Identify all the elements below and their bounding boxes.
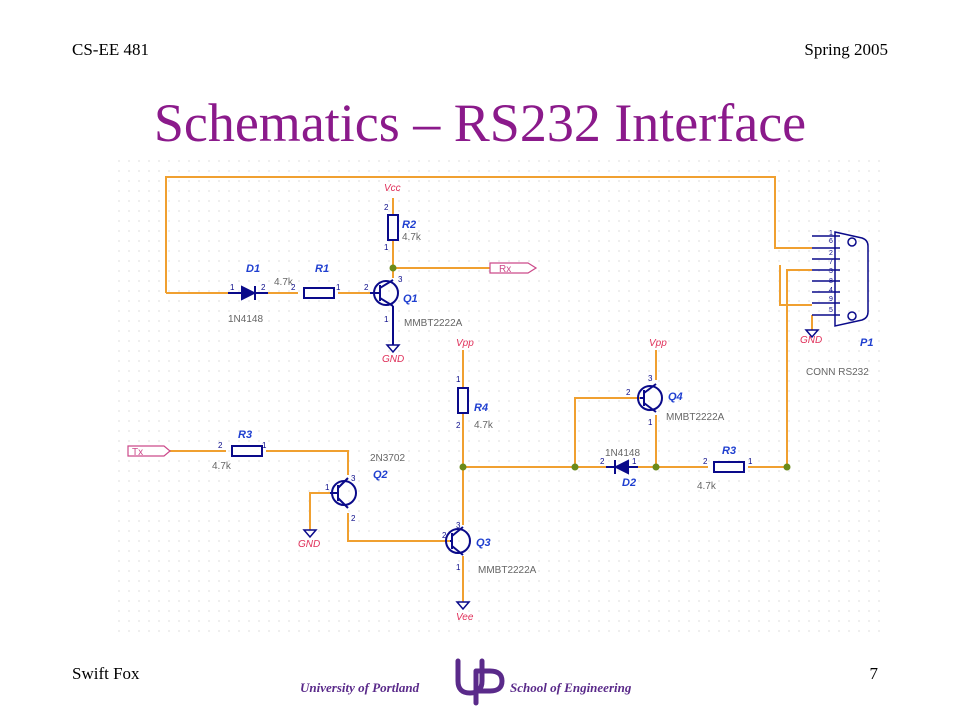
pin-number: 1	[384, 243, 389, 252]
q1-ref: Q1	[403, 293, 418, 305]
junction-dots	[389, 264, 791, 471]
page-number: 7	[869, 664, 879, 683]
university-name: University of Portland	[300, 680, 420, 695]
q1-value: MMBT2222A	[404, 318, 463, 329]
db9-pin-number: 8	[829, 278, 833, 285]
db9-pin-number: 4	[829, 287, 833, 294]
pin-number: 3	[456, 521, 461, 530]
pin-number: 2	[442, 531, 447, 540]
ground-icon	[804, 329, 820, 339]
tx-port-icon	[127, 445, 171, 457]
p1-value: CONN RS232	[806, 367, 869, 378]
db9-pin-number: 1	[829, 230, 833, 237]
q3-ref: Q3	[476, 537, 491, 549]
npn-transistor-icon	[445, 526, 471, 556]
d1-ref: D1	[246, 263, 260, 275]
r3-ref: R3	[722, 445, 736, 457]
r4-value: 4.7k	[474, 420, 494, 431]
q3-value: MMBT2222A	[478, 565, 537, 576]
resistor-icon	[713, 461, 745, 473]
vee-label: Vee	[456, 612, 474, 623]
course-code: CS-EE 481	[72, 40, 149, 59]
gnd-label: GND	[382, 354, 404, 365]
vcc-label: Vcc	[384, 183, 401, 194]
db9-pin-number: 2	[829, 250, 833, 257]
pin-number: 2	[703, 457, 708, 466]
db9-pin-number: 5	[829, 307, 833, 314]
tx-label: Tx	[132, 447, 143, 458]
rx-label: Rx	[499, 264, 511, 275]
d1-value: 1N4148	[228, 314, 263, 325]
q4-ref: Q4	[668, 391, 683, 403]
up-logo-icon	[455, 658, 505, 706]
ground-icon	[302, 529, 318, 539]
pin-number: 3	[398, 275, 403, 284]
rx-port-icon	[489, 262, 538, 274]
d2-ref: D2	[622, 477, 636, 489]
pin-number: 2	[600, 457, 605, 466]
resistor-icon	[457, 387, 469, 414]
p1-ref: P1	[860, 337, 873, 349]
q2-value: 2N3702	[370, 453, 405, 464]
ground-icon	[385, 344, 401, 354]
gnd-label: GND	[800, 335, 822, 346]
db9-pin-number: 3	[829, 268, 833, 275]
school-name: School of Engineering	[510, 680, 632, 695]
db9-pin-number: 7	[829, 259, 833, 266]
r1-value: 4.7k	[274, 277, 294, 288]
r4-ref: R4	[474, 402, 488, 414]
pin-number: 3	[351, 474, 356, 483]
npn-transistor-icon	[637, 383, 663, 413]
slide-title: Schematics – RS232 Interface	[153, 93, 807, 153]
pin-number: 2	[351, 514, 356, 523]
diode-icon	[228, 285, 268, 301]
rs232-schematic: Vcc GND GND GND Vpp Vpp Vee Rx Tx D1 1N4…	[118, 160, 888, 640]
r3-ref: R3	[238, 429, 252, 441]
r3-value: 4.7k	[212, 461, 232, 472]
gnd-label: GND	[298, 539, 320, 550]
db9-pin-number: 6	[829, 238, 833, 245]
npn-transistor-icon	[370, 279, 399, 345]
pin-number: 1	[384, 315, 389, 324]
r3-value: 4.7k	[697, 481, 717, 492]
db9-pin-number: 9	[829, 296, 833, 303]
pin-number: 3	[648, 374, 653, 383]
resistor-icon	[231, 445, 263, 457]
d2-value: 1N4148	[605, 448, 640, 459]
pin-number: 1	[262, 441, 267, 450]
resistor-icon	[387, 214, 399, 241]
pin-number: 2	[384, 203, 389, 212]
pin-number: 2	[291, 283, 296, 292]
r2-ref: R2	[402, 219, 416, 231]
pin-number: 2	[456, 421, 461, 430]
pin-number: 2	[364, 283, 369, 292]
pin-number: 1	[632, 457, 637, 466]
term: Spring 2005	[804, 40, 888, 59]
pin-number: 1	[325, 483, 330, 492]
resistor-icon	[303, 287, 335, 299]
pin-number: 1	[648, 418, 653, 427]
db9-connector-icon	[812, 231, 869, 327]
pnp-transistor-icon	[330, 477, 357, 509]
q4-value: MMBT2222A	[666, 412, 725, 423]
ground-icon	[455, 601, 471, 611]
r1-ref: R1	[315, 263, 329, 275]
pin-number: 2	[261, 283, 266, 292]
vpp-label: Vpp	[456, 338, 474, 349]
schematic-grid	[118, 160, 888, 640]
diode-icon	[606, 459, 638, 475]
pin-number: 1	[456, 563, 461, 572]
r2-value: 4.7k	[402, 232, 422, 243]
vpp-label: Vpp	[649, 338, 667, 349]
pin-number: 1	[456, 375, 461, 384]
pin-number: 1	[336, 283, 341, 292]
q2-ref: Q2	[373, 469, 388, 481]
pin-number: 2	[626, 388, 631, 397]
pin-number: 1	[230, 283, 235, 292]
pin-number: 2	[218, 441, 223, 450]
pin-number: 1	[748, 457, 753, 466]
footer-author: Swift Fox	[72, 664, 140, 683]
